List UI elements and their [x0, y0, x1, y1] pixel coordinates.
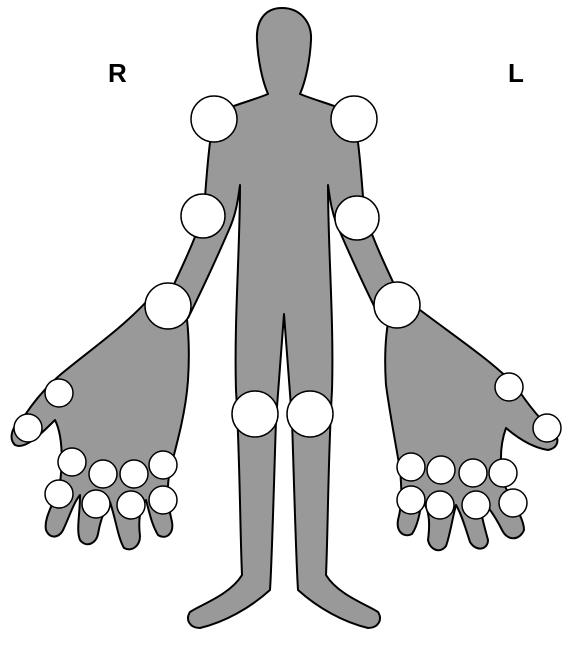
- right-elbow-joint[interactable]: [181, 194, 225, 238]
- right-pip-3-joint[interactable]: [117, 491, 145, 519]
- left-side-label: L: [508, 60, 524, 86]
- right-thumb-mcp-joint[interactable]: [45, 379, 73, 407]
- right-pip-2-joint[interactable]: [82, 490, 110, 518]
- left-mcp-2-joint[interactable]: [427, 456, 455, 484]
- left-pip-4-joint[interactable]: [499, 489, 527, 517]
- left-wrist-joint[interactable]: [374, 282, 420, 328]
- left-thumb-mcp-joint[interactable]: [495, 373, 523, 401]
- left-pip-3-joint[interactable]: [462, 491, 490, 519]
- left-thumb-ip-joint[interactable]: [533, 414, 561, 442]
- left-shoulder-joint[interactable]: [331, 96, 377, 142]
- right-side-label: R: [108, 60, 127, 86]
- right-thumb-ip-joint[interactable]: [14, 414, 42, 442]
- right-shoulder-joint[interactable]: [191, 96, 237, 142]
- right-knee-joint[interactable]: [232, 391, 278, 437]
- right-mcp-2-joint[interactable]: [89, 460, 117, 488]
- left-knee-joint[interactable]: [287, 391, 333, 437]
- right-pip-4-joint[interactable]: [149, 486, 177, 514]
- right-mcp-4-joint[interactable]: [149, 451, 177, 479]
- right-wrist-joint[interactable]: [145, 283, 191, 329]
- left-elbow-joint[interactable]: [335, 196, 379, 240]
- left-pip-1-joint[interactable]: [397, 486, 425, 514]
- left-mcp-4-joint[interactable]: [489, 459, 517, 487]
- left-mcp-1-joint[interactable]: [397, 453, 425, 481]
- right-mcp-1-joint[interactable]: [58, 448, 86, 476]
- left-pip-2-joint[interactable]: [426, 491, 454, 519]
- left-mcp-3-joint[interactable]: [459, 459, 487, 487]
- right-mcp-3-joint[interactable]: [120, 460, 148, 488]
- right-pip-1-joint[interactable]: [45, 480, 73, 508]
